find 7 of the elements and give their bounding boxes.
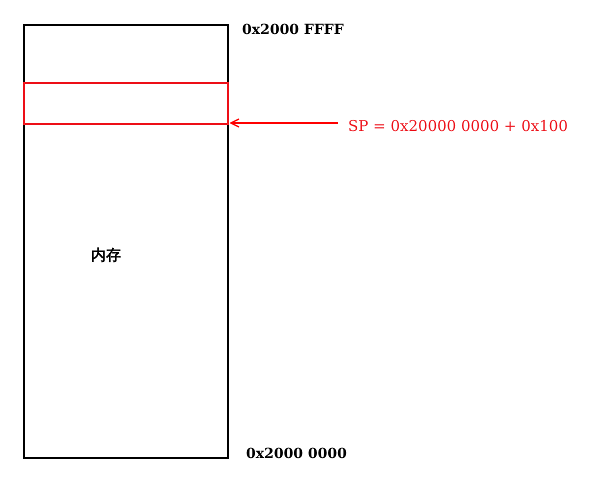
memory-label: 内存 [91,246,121,265]
stack-region-box [23,82,229,125]
arrow [230,118,338,128]
stack-pointer-label: SP = 0x20000 0000 + 0x100 [348,117,578,139]
address-label: 0x2000 FFFF [242,22,344,38]
address-label: 0x2000 0000 [246,446,347,462]
memory-block [23,24,229,459]
